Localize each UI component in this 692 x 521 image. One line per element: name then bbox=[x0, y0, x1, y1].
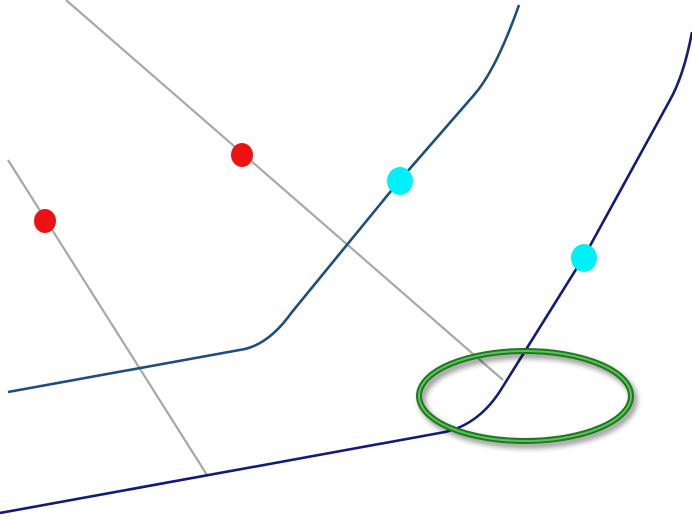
cyan-vertex-marker-upper bbox=[387, 167, 413, 195]
gray-line-upper bbox=[65, 0, 504, 381]
navy-curve bbox=[0, 31, 692, 515]
teal-curve bbox=[7, 4, 521, 394]
red-vertex-marker-lower bbox=[34, 209, 56, 233]
red-vertex-marker-upper bbox=[231, 143, 253, 167]
green-highlight-ellipse bbox=[416, 348, 634, 444]
cyan-vertex-marker-lower bbox=[571, 244, 597, 272]
